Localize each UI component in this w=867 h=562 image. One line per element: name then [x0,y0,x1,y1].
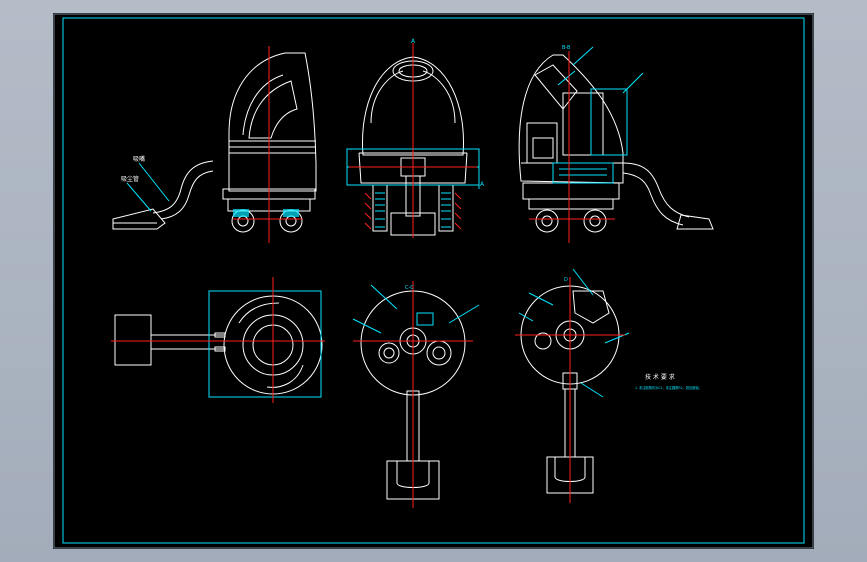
top-view-frame [208,290,322,398]
section-view-centerlines [529,51,615,243]
front-section-hatch-left [364,192,372,230]
cad-drawing: 吸尘管 吸嘴 A A [53,13,814,549]
section-view [518,54,714,233]
marker-a: A [480,181,485,188]
side-view-centerlines [233,46,303,243]
side-view-details [233,209,299,217]
front-view-centerlines [349,43,477,238]
bottom-section-detail [352,284,480,334]
view-label-a: A [411,38,416,45]
callout-hose: 吸尘管 [121,175,139,183]
section-view-detail [552,46,644,184]
drawing-frame [62,17,805,544]
tech-requirements-title: 技 术 要 求 [645,373,675,381]
top-view-centerlines [111,277,325,403]
top-view [114,295,323,395]
front-section-hatch-right [454,192,462,230]
view-label-b: B-B [562,45,571,51]
drawing-sheet: 吸尘管 吸嘴 A A [53,13,814,549]
view-label-c: C-C [405,285,414,291]
side-view [112,52,317,233]
view-label-d: D [564,277,568,283]
bottom-right-detail [518,268,630,398]
tech-requirements-line-1: 1. 未注倒角均为C1，未注圆角R2，锐边倒钝。 [635,385,702,390]
bottom-section-centerlines [353,281,473,508]
sheet-border [53,13,814,549]
bottom-right-centerlines [515,277,625,503]
callout-nozzle: 吸嘴 [133,155,145,163]
